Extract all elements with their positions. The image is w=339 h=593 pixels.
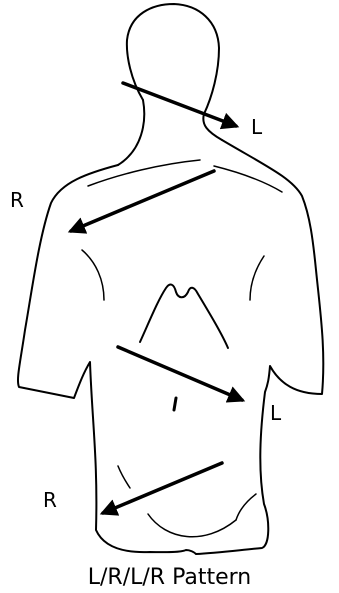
head-outline (127, 4, 222, 140)
hip-line (118, 466, 130, 488)
direction-label-r-upper: R (10, 190, 24, 210)
direction-label-l-lower: L (270, 403, 281, 423)
torso-outline (18, 140, 323, 554)
navel (174, 398, 176, 410)
direction-label-r-lower: R (43, 490, 57, 510)
chest-line (250, 256, 264, 300)
arrow-3 (118, 347, 242, 400)
hip-line (236, 494, 256, 520)
ribcage-arch (140, 285, 228, 348)
arrow-4 (103, 463, 222, 513)
figure-caption: L/R/L/R Pattern (0, 567, 339, 589)
groin-line (148, 514, 236, 537)
arrow-2 (71, 171, 214, 231)
neck-left (118, 100, 144, 165)
direction-label-l-upper: L (251, 117, 262, 137)
chest-line (82, 250, 104, 300)
arrow-1 (123, 83, 236, 126)
